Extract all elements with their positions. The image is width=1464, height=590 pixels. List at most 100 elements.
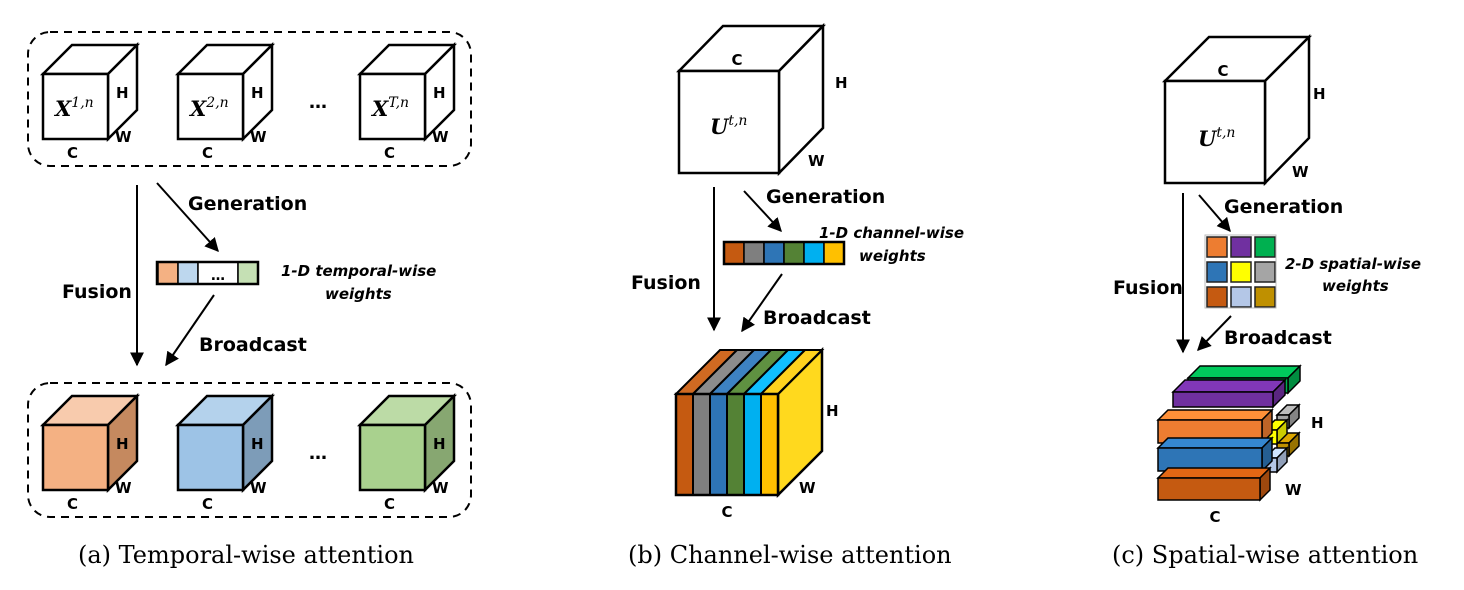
weight-cell bbox=[823, 241, 845, 265]
channel-weights-vector bbox=[722, 240, 846, 266]
tensor-symbol: Ut,n bbox=[1198, 125, 1235, 151]
weight-cell bbox=[177, 261, 199, 285]
weight-cell bbox=[743, 241, 765, 265]
cube-front-border bbox=[674, 392, 780, 497]
weight-cell bbox=[803, 241, 825, 265]
dim-c: C bbox=[1209, 508, 1220, 526]
tensor-superscript: T,n bbox=[388, 95, 409, 111]
bar-top-face bbox=[1156, 467, 1272, 479]
dim-w: W bbox=[432, 479, 449, 497]
bar-top-face bbox=[1156, 437, 1274, 449]
bar-front-face bbox=[1172, 391, 1274, 408]
dim-c: C bbox=[731, 51, 742, 69]
tensor-base: X bbox=[53, 96, 72, 121]
generation-label: Generation bbox=[766, 186, 885, 208]
generation-arrow bbox=[156, 182, 219, 253]
weight-cell bbox=[1206, 286, 1228, 308]
dim-h: H bbox=[251, 84, 264, 102]
output-stacked-bars bbox=[1156, 364, 1302, 502]
dim-h: H bbox=[116, 435, 129, 453]
weight-cell bbox=[763, 241, 785, 265]
output-cube: HWC bbox=[174, 392, 276, 513]
dim-w: W bbox=[115, 479, 132, 497]
broadcast-arrow bbox=[741, 273, 783, 333]
dim-c: C bbox=[384, 495, 395, 513]
spatial-bar bbox=[1156, 466, 1272, 502]
cube-front-face bbox=[41, 423, 110, 492]
tensor-symbol: X1,n bbox=[53, 95, 94, 121]
dim-w: W bbox=[808, 152, 825, 170]
weight-cell bbox=[237, 261, 259, 285]
panel-spatial-wise: C H W Ut,n Fusion Generation Broadcast 2… bbox=[1112, 33, 1421, 569]
fusion-label: Fusion bbox=[62, 281, 132, 303]
channel-slab bbox=[692, 393, 711, 496]
caption-b: (b) Channel-wise attention bbox=[628, 541, 952, 569]
dim-w: W bbox=[115, 128, 132, 146]
dim-w: W bbox=[1292, 163, 1309, 181]
channel-slab bbox=[709, 393, 728, 496]
weight-cell bbox=[723, 241, 745, 265]
weights-label-line2: weights bbox=[859, 247, 926, 265]
broadcast-label: Broadcast bbox=[1224, 327, 1332, 349]
broadcast-label: Broadcast bbox=[199, 334, 307, 356]
caption-c: (c) Spatial-wise attention bbox=[1112, 541, 1418, 569]
input-ellipsis: … bbox=[309, 92, 327, 113]
dim-w: W bbox=[1285, 481, 1302, 499]
weight-grid-border bbox=[1204, 234, 1277, 309]
channel-slab bbox=[760, 393, 779, 496]
broadcast-arrow bbox=[165, 294, 215, 367]
spatial-weights-grid bbox=[1204, 234, 1277, 309]
weight-cell bbox=[1254, 236, 1276, 258]
dim-h: H bbox=[1311, 414, 1324, 432]
tensor-symbol: X2,n bbox=[188, 95, 229, 121]
weights-ellipsis: … bbox=[211, 268, 225, 284]
temporal-weights-vector bbox=[155, 260, 260, 286]
output-cube bbox=[673, 346, 825, 499]
generation-label: Generation bbox=[1224, 196, 1343, 218]
weights-label-line2: weights bbox=[1322, 277, 1389, 295]
input-cube: C H W Ut,n bbox=[676, 22, 848, 177]
dim-w: W bbox=[250, 128, 267, 146]
dim-w: W bbox=[250, 479, 267, 497]
bar-top-face bbox=[1156, 409, 1274, 421]
tensor-symbol: XT,n bbox=[370, 95, 409, 121]
dim-w: W bbox=[799, 479, 816, 497]
dim-c: C bbox=[721, 503, 732, 521]
dim-c: C bbox=[67, 495, 78, 513]
weight-cell bbox=[1206, 261, 1228, 283]
weight-cell bbox=[1230, 236, 1252, 258]
cube-front-face bbox=[358, 423, 427, 492]
weight-cell bbox=[1254, 286, 1276, 308]
weight-vector-border bbox=[722, 240, 846, 266]
weight-cell bbox=[1230, 261, 1252, 283]
channel-slab bbox=[726, 393, 745, 496]
generation-label: Generation bbox=[188, 193, 307, 215]
output-cube: HWC bbox=[356, 392, 458, 513]
weight-cell bbox=[1254, 261, 1276, 283]
weights-label-line1: 2-D spatial-wise bbox=[1285, 255, 1421, 273]
spatial-bar bbox=[1171, 378, 1287, 409]
bar-top-face bbox=[1171, 379, 1287, 393]
bar-top-face bbox=[1186, 365, 1302, 379]
weight-vector-border bbox=[155, 260, 260, 286]
input-cube: X2,n H W C bbox=[174, 41, 276, 162]
fusion-label: Fusion bbox=[1113, 277, 1183, 299]
dim-h: H bbox=[251, 435, 264, 453]
input-cube: C H W Ut,n bbox=[1161, 33, 1326, 187]
spatial-bar bbox=[1156, 436, 1274, 473]
tensor-base: X bbox=[188, 96, 207, 121]
weights-label-line2: weights bbox=[325, 285, 392, 303]
output-cube: H W C bbox=[39, 392, 141, 513]
dim-c: C bbox=[202, 144, 213, 162]
caption-a: (a) Temporal-wise attention bbox=[78, 541, 414, 569]
channel-slab bbox=[743, 393, 762, 496]
cube-front-face bbox=[358, 72, 427, 141]
dim-c: C bbox=[384, 144, 395, 162]
dim-w: W bbox=[432, 128, 449, 146]
dim-c: C bbox=[1217, 62, 1228, 80]
generation-arrow bbox=[743, 190, 782, 233]
broadcast-arrow bbox=[1197, 315, 1232, 352]
dim-h: H bbox=[116, 84, 129, 102]
